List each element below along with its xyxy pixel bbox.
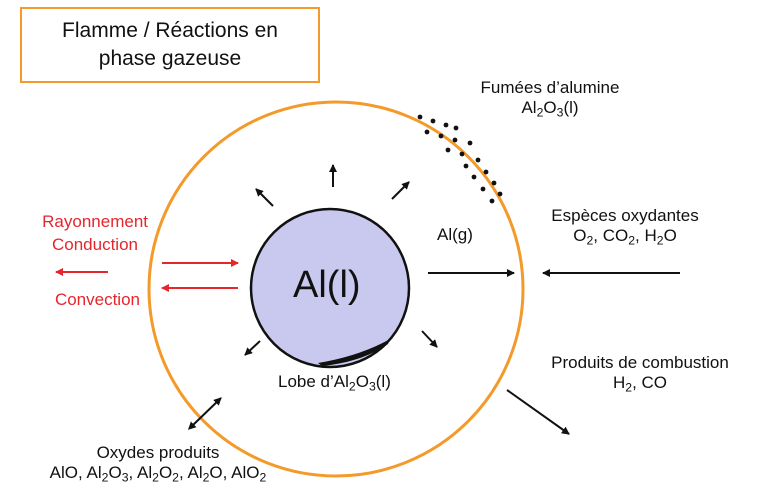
gas-label: Al(g) (437, 225, 473, 244)
smoke-dot (443, 122, 449, 128)
title-line-1: Flamme / Réactions en (62, 18, 278, 42)
smoke-dot (489, 198, 495, 204)
combustion-line-1: Produits de combustion (551, 353, 729, 372)
smoke-dot (491, 180, 497, 186)
smoke-dot (424, 129, 430, 135)
smoke-dot (471, 174, 477, 180)
combustion-line-2: H2, CO (612, 372, 668, 395)
radial-arrow-bottom-right (421, 330, 438, 348)
fumes-line-2: Al2O3(l) (521, 97, 579, 120)
oxidizers-label: Espèces oxydantes O2, CO2, H2O (525, 206, 725, 248)
title-line-2: phase gazeuse (98, 47, 242, 70)
aluminium-droplet (249, 207, 411, 369)
smoke-dot (417, 114, 423, 120)
smoke-dot (463, 163, 469, 169)
oxides-label: Oxydes produits AlO, Al2O3, Al2O2, Al2O,… (8, 443, 308, 485)
title-box: Flamme / Réactions en phase gazeuse (20, 7, 320, 83)
radial-arrow-bottom-left (244, 340, 261, 356)
oxidizers-line-2: O2, CO2, H2O (573, 225, 677, 248)
smoke-dot (453, 125, 459, 131)
smoke-dot (445, 147, 451, 153)
alumina-lobe (318, 339, 390, 366)
lobe-label: Lobe d’Al2O3(l) (278, 372, 391, 394)
oxides-line-1: Oxydes produits (96, 443, 220, 462)
combustion-products-label: Produits de combustion H2, CO (530, 353, 750, 395)
fumes-label: Fumées d’alumine Al2O3(l) (460, 78, 640, 120)
smoke-dot (467, 140, 473, 146)
smoke-dot (452, 137, 458, 143)
smoke-dot (497, 191, 503, 197)
convection-label: Convection (54, 290, 140, 309)
smoke-dot (480, 186, 486, 192)
radial-arrow-top-right (391, 181, 410, 200)
smoke-dot (483, 169, 489, 175)
alumina-smoke-dots (417, 114, 503, 204)
smoke-dot (438, 133, 444, 139)
radiation-label: Rayonnement (42, 212, 148, 231)
droplet-label: Al(l) (293, 264, 361, 306)
combustion-products-arrow (506, 389, 570, 435)
smoke-dot (475, 157, 481, 163)
smoke-dot (459, 151, 465, 157)
oxidizers-line-1: Espèces oxydantes (551, 206, 699, 225)
flame-envelope (147, 100, 525, 478)
smoke-dot (430, 118, 436, 124)
oxides-double-arrow (187, 397, 222, 430)
conduction-label: Conduction (51, 235, 138, 254)
radial-arrow-top-left (255, 188, 274, 207)
oxides-line-2: AlO, Al2O3, Al2O2, Al2O, AlO2 (49, 462, 267, 485)
fumes-line-1: Fumées d’alumine (480, 78, 620, 97)
